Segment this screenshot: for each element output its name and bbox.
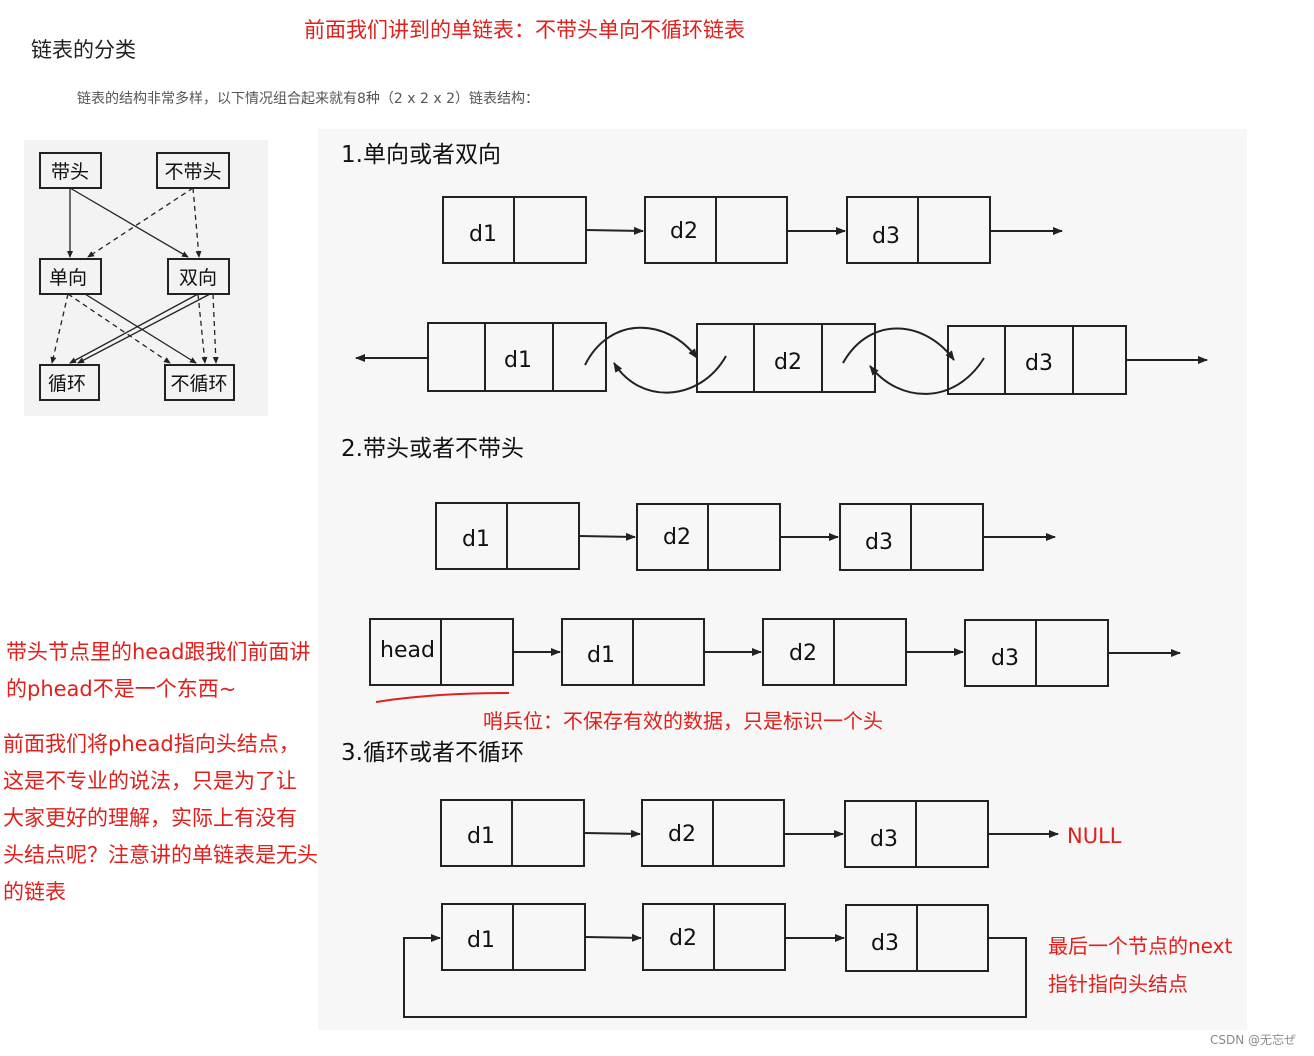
annotation-line: 大家更好的理解，实际上有没有	[3, 806, 297, 830]
tree-edge	[212, 293, 219, 364]
watermark: CSDN @无忘ぜ	[1210, 1033, 1297, 1047]
class-label-circular: 循环	[48, 373, 86, 395]
class-label-single: 单向	[49, 267, 87, 289]
null-label: NULL	[1067, 824, 1122, 848]
sentinel-underline	[375, 692, 510, 703]
class-box-single	[39, 258, 102, 295]
class-box-non-circular	[164, 364, 235, 401]
annotation-line: 带头节点里的head跟我们前面讲	[6, 640, 311, 664]
singly-linked-list: d1 d2 d3	[442, 196, 1063, 264]
node-label: d2	[668, 822, 696, 847]
tree-edge	[197, 293, 208, 364]
annotation-line: 头结点呢？注意讲的单链表是无头	[3, 843, 318, 867]
node-label: d1	[462, 527, 490, 552]
page-heading: 链表的分类	[31, 38, 136, 62]
classification-panel	[24, 140, 268, 416]
section-title-direction: 1.单向或者双向	[341, 142, 501, 168]
sentinel-annotation: 哨兵位：不保存有效的数据，只是标识一个头	[483, 709, 883, 733]
node-label: d1	[467, 824, 495, 849]
node-label: d3	[991, 646, 1019, 671]
top-annotation: 前面我们讲到的单链表：不带头单向不循环链表	[304, 18, 745, 42]
annotation-line: 的链表	[3, 880, 66, 904]
node-label: d1	[587, 643, 615, 668]
node-label: d1	[504, 348, 532, 373]
tree-edge	[192, 187, 202, 258]
intro-text: 链表的结构非常多样，以下情况组合起来就有8种（2 x 2 x 2）链表结构：	[77, 91, 539, 107]
node-label: d1	[469, 222, 497, 247]
non-circular-linked-list: d1 d2 d3 NULL	[440, 799, 1122, 868]
node-label: d2	[663, 525, 691, 550]
headed-linked-list: head d1 d2 d3	[369, 618, 1181, 703]
node-label: d2	[669, 926, 697, 951]
head-annotation: 带头节点里的head跟我们前面讲 的phead不是一个东西~	[6, 634, 310, 708]
node-label: d3	[870, 827, 898, 852]
annotation-line: 这是不专业的说法，只是为了让	[3, 769, 297, 793]
node-label: d3	[865, 530, 893, 555]
node-label: d2	[670, 219, 698, 244]
node-label: d3	[871, 931, 899, 956]
annotation-line: 前面我们将phead指向头结点，	[3, 732, 300, 756]
doubly-linked-list: d1 d2 d3	[355, 322, 1208, 395]
tree-edge	[69, 187, 189, 258]
class-label-double: 双向	[179, 267, 217, 289]
headless-linked-list: d1 d2 d3	[435, 502, 1056, 571]
tree-edge	[84, 293, 197, 364]
node-label: d3	[872, 224, 900, 249]
head-node-label: head	[380, 638, 435, 663]
section-title-circular: 3.循环或者不循环	[341, 740, 524, 766]
node-label: d2	[774, 350, 802, 375]
diagram-panel	[318, 129, 1247, 1030]
circular-back-link	[403, 934, 1027, 1018]
tree-edge	[77, 293, 211, 364]
tree-edge	[87, 187, 194, 258]
tail-annotation: 最后一个节点的next 指针指向头结点	[1048, 927, 1232, 1003]
circular-linked-list: d1 d2 d3	[403, 903, 1027, 1018]
node-label: d1	[467, 928, 495, 953]
section-title-head: 2.带头或者不带头	[341, 436, 524, 462]
classification-tree: 带头 不带头 单向 双向 循环 不循环	[39, 152, 235, 401]
class-label-non-circular: 不循环	[170, 373, 227, 395]
tree-edge	[67, 293, 171, 364]
node-label: d3	[1025, 351, 1053, 376]
phead-annotation: 前面我们将phead指向头结点， 这是不专业的说法，只是为了让 大家更好的理解，…	[3, 726, 318, 911]
annotation-line: 的phead不是一个东西~	[6, 677, 237, 701]
class-box-circular	[39, 364, 100, 401]
class-label-without-head: 不带头	[164, 161, 221, 183]
tree-edge	[69, 293, 199, 364]
tree-edge	[50, 293, 69, 364]
class-label-with-head: 带头	[51, 161, 89, 183]
annotation-line: 最后一个节点的next	[1048, 934, 1233, 958]
annotation-line: 指针指向头结点	[1048, 972, 1188, 996]
node-label: d2	[789, 641, 817, 666]
